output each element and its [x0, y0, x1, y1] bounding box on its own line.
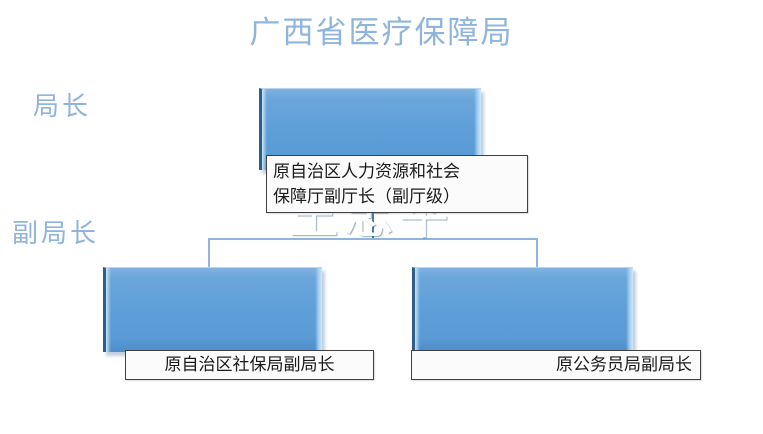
- person-caption-root: 原自治区人力资源和社会 保障厅副厅长（副厅级）: [273, 162, 460, 207]
- caption-box-right: 原公务员局副局长: [411, 350, 701, 380]
- connector-vertical-root: [372, 213, 374, 239]
- caption-box-root: 原自治区人力资源和社会 保障厅副厅长（副厅级）: [266, 155, 528, 213]
- name-box-left[interactable]: 赖永东: [103, 267, 322, 352]
- caption-box-left: 原自治区社保局副局长: [125, 350, 374, 380]
- rank-label-deputy: 副局长: [12, 219, 100, 249]
- connector-vertical-right: [536, 238, 538, 267]
- name-box-right[interactable]: 彭晓燕: [412, 267, 633, 352]
- connector-vertical-left: [208, 238, 210, 267]
- person-caption-right: 原公务员局副局长: [556, 355, 692, 375]
- connector-horizontal-bar: [208, 238, 538, 240]
- rank-label-director: 局长: [33, 92, 92, 122]
- chart-title: 广西省医疗保障局: [249, 15, 514, 51]
- person-caption-left: 原自治区社保局副局长: [164, 355, 335, 375]
